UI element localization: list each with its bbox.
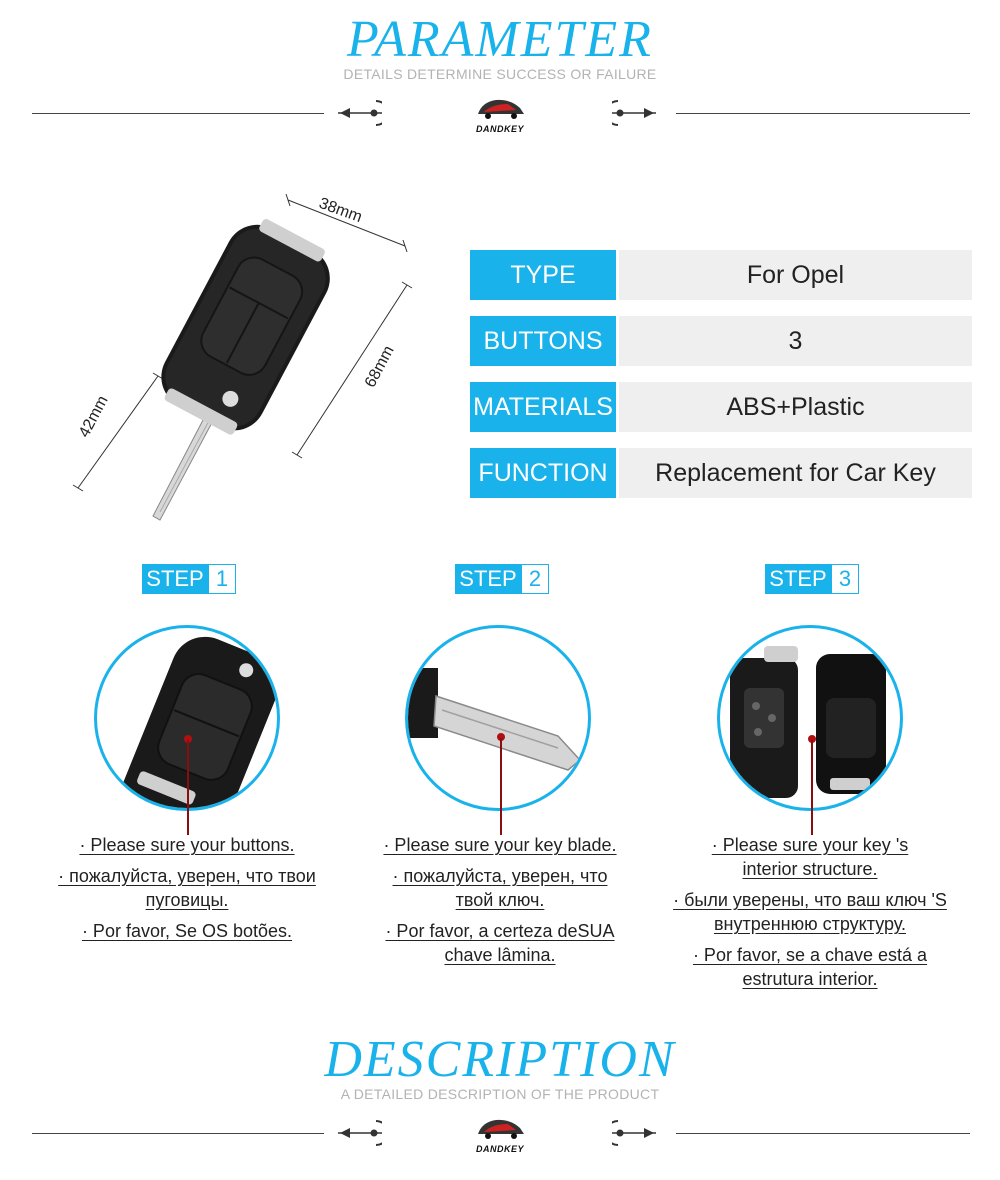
spec-row-buttons: BUTTONS 3	[470, 316, 972, 366]
key-buttons-closeup-icon	[121, 636, 277, 808]
caption-line: · Por favor, Se OS botões.	[81, 921, 293, 941]
caption-line: твой ключ.	[455, 890, 545, 910]
caption-line: · Por favor, a certeza deSUA	[385, 921, 615, 941]
parameter-subtitle: DETAILS DETERMINE SUCCESS OR FAILURE	[343, 66, 657, 82]
step-word: STEP	[455, 564, 521, 594]
car-logo-icon	[478, 1119, 524, 1139]
caption-line: interior structure.	[742, 859, 878, 879]
step-number: 3	[831, 564, 859, 594]
spec-value: Replacement for Car Key	[619, 448, 972, 498]
step-3-caption: · Please sure your key 's interior struc…	[640, 833, 980, 991]
caption-line: · были уверены, что ваш ключ 'S	[673, 890, 947, 910]
step-number: 1	[208, 564, 236, 594]
step-1-pointer-dot	[184, 735, 192, 743]
product-key-illustration	[72, 193, 413, 521]
key-blade-closeup-icon	[408, 668, 582, 771]
spec-label: BUTTONS	[470, 316, 616, 366]
step-2-pointer-line	[500, 738, 502, 835]
footer-divider-left	[32, 1133, 324, 1134]
description-subtitle: A DETAILED DESCRIPTION OF THE PRODUCT	[340, 1086, 660, 1102]
header-divider-left	[32, 113, 324, 114]
brand-logo: DANDKEY	[468, 94, 532, 134]
arrow-left-ornament-icon	[338, 1120, 382, 1146]
step-word: STEP	[765, 564, 831, 594]
spec-label: TYPE	[470, 250, 616, 300]
caption-line: · Por favor, se a chave está a	[692, 945, 928, 965]
step-2-caption: · Please sure your key blade. · пожалуйс…	[345, 833, 655, 967]
arrow-left-ornament-icon	[338, 100, 382, 126]
caption-line: chave lâmina.	[444, 945, 556, 965]
brand-name: DANDKEY	[475, 124, 524, 134]
caption-line: · Please sure your buttons.	[79, 835, 295, 855]
spec-value: 3	[619, 316, 972, 366]
footer-divider-right	[676, 1133, 970, 1134]
step-3-pointer-dot	[808, 735, 816, 743]
spec-value: For Opel	[619, 250, 972, 300]
step-word: STEP	[142, 564, 208, 594]
step-2-pointer-dot	[497, 733, 505, 741]
step-1-pointer-line	[187, 740, 189, 835]
description-title: DESCRIPTION	[324, 1031, 676, 1088]
spec-label: MATERIALS	[470, 382, 616, 432]
brand-name: DANDKEY	[475, 1144, 524, 1154]
caption-line: estrutura interior.	[742, 969, 878, 989]
spec-row-type: TYPE For Opel	[470, 250, 972, 300]
parameter-title: PARAMETER	[347, 11, 653, 68]
header-divider-right	[676, 113, 970, 114]
step-3-photo	[717, 625, 903, 811]
brand-logo: DANDKEY	[468, 1114, 532, 1154]
step-2-photo	[405, 625, 591, 811]
step-1-caption: · Please sure your buttons. · пожалуйста…	[32, 833, 342, 943]
caption-line: внутреннюю структуру.	[713, 914, 907, 934]
spec-value: ABS+Plastic	[619, 382, 972, 432]
caption-line: пуговицы.	[145, 890, 229, 910]
step-number: 2	[521, 564, 549, 594]
spec-row-function: FUNCTION Replacement for Car Key	[470, 448, 972, 498]
arrow-right-ornament-icon	[612, 1120, 656, 1146]
caption-line: · Please sure your key blade.	[383, 835, 617, 855]
spec-label: FUNCTION	[470, 448, 616, 498]
key-interior-closeup-icon	[730, 646, 886, 798]
spec-row-materials: MATERIALS ABS+Plastic	[470, 382, 972, 432]
car-logo-icon	[478, 99, 524, 119]
arrow-right-ornament-icon	[612, 100, 656, 126]
caption-line: · пожалуйста, уверен, что	[392, 866, 608, 886]
caption-line: · пожалуйста, уверен, что твои	[58, 866, 316, 886]
step-3-pointer-line	[811, 740, 813, 835]
caption-line: · Please sure your key 's	[711, 835, 909, 855]
